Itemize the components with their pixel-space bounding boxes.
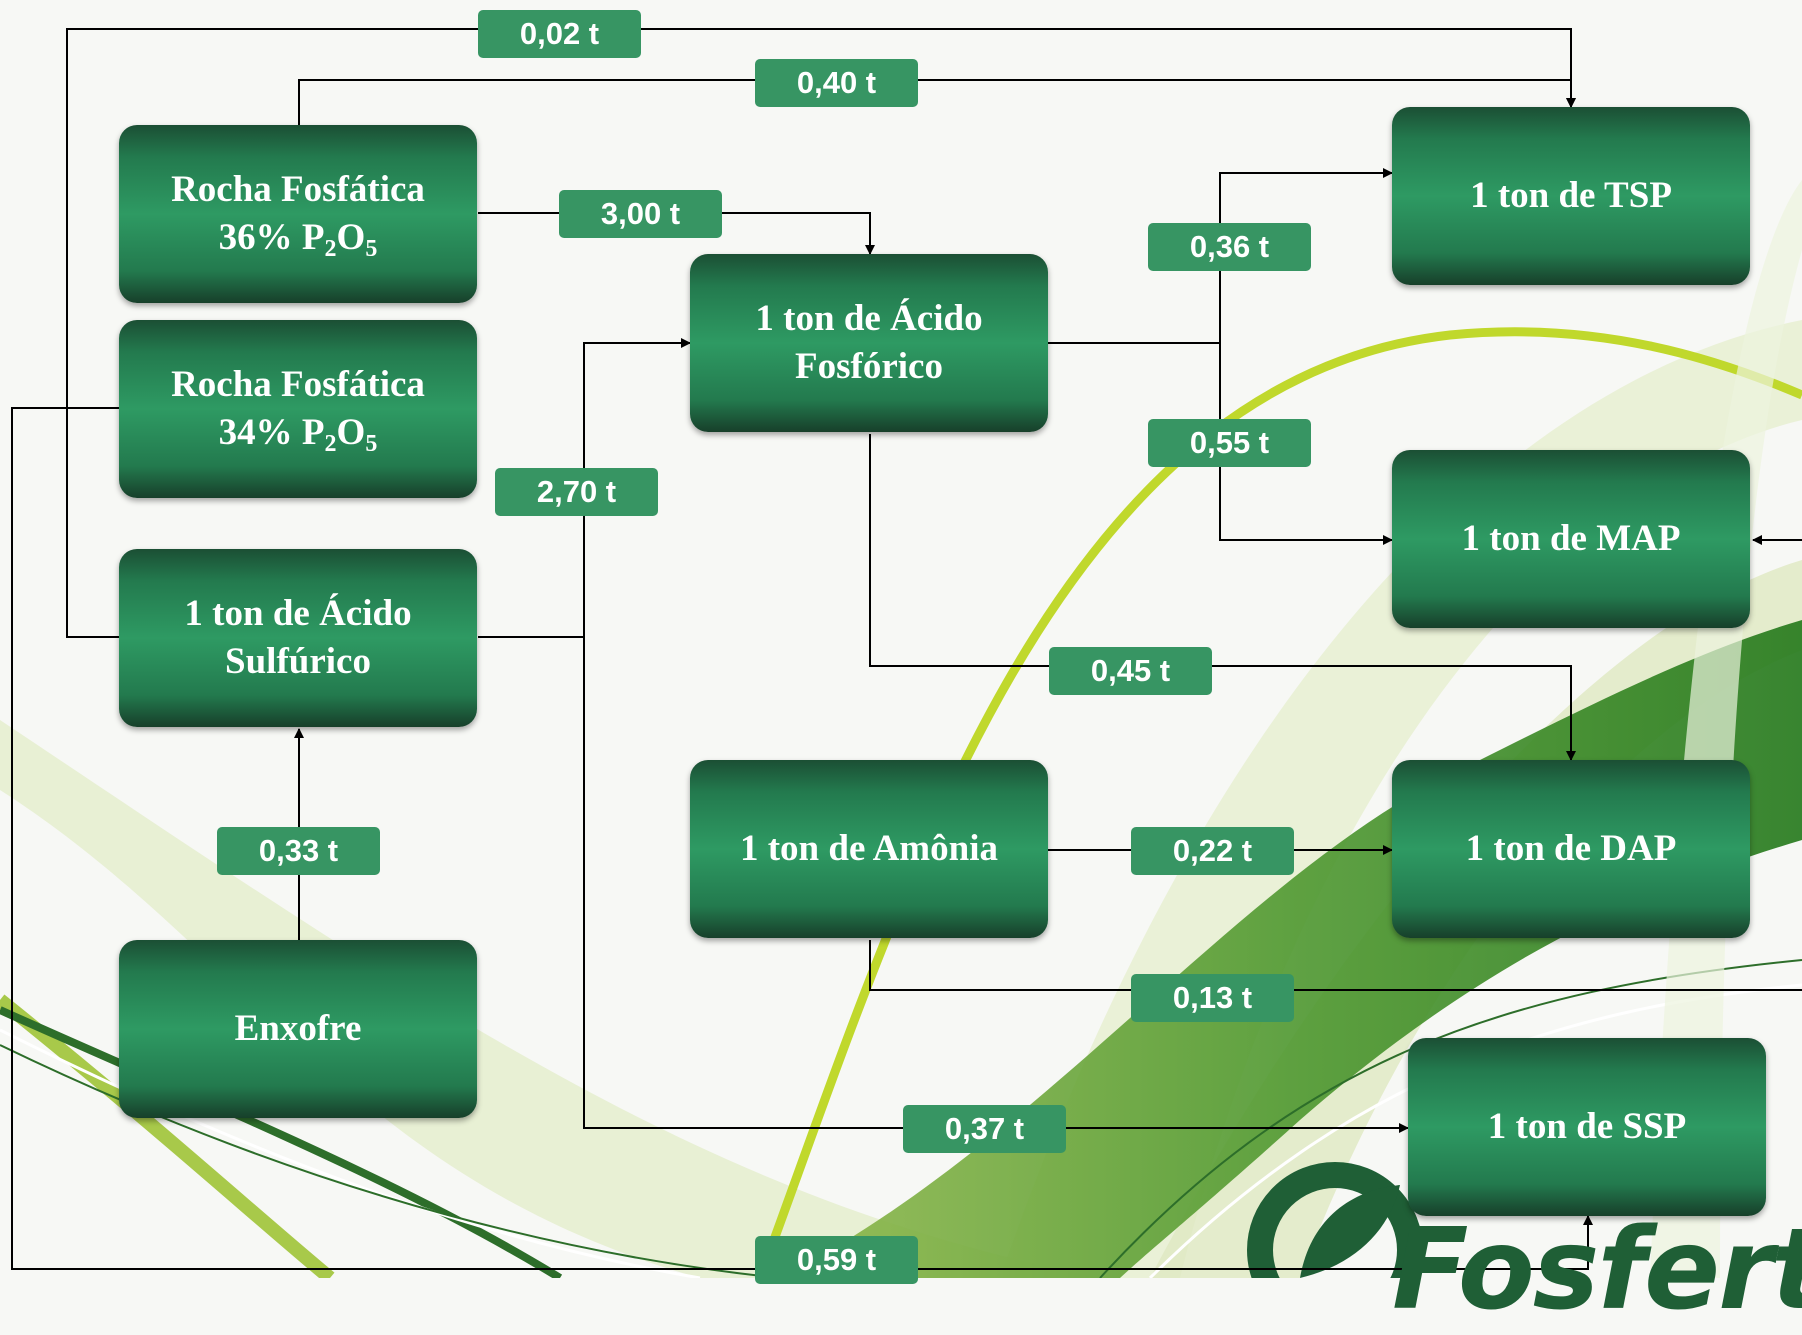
edge-fosforico-map <box>1219 343 1393 545</box>
logo-leaf-icon <box>1300 1185 1400 1278</box>
node-map-label: 1 ton de MAP <box>1461 518 1681 559</box>
node-rocha-fosfatica-36: Rocha Fosfática 36% P2O5 <box>119 125 477 303</box>
subscript: 2 <box>324 236 337 262</box>
node-ssp: 1 ton de SSP <box>1408 1038 1766 1216</box>
node-line: Rocha Fosfática <box>171 364 425 405</box>
node-line: Fosfórico <box>795 346 943 387</box>
node-map: 1 ton de MAP <box>1392 450 1750 628</box>
node-rocha-fosfatica-34: Rocha Fosfática 34% P2O5 <box>119 320 477 498</box>
edge-rocha36-tsp <box>298 79 1576 125</box>
edge-amonia-map <box>869 940 1802 991</box>
node-line: Sulfúrico <box>225 641 371 682</box>
node-ssp-label: 1 ton de SSP <box>1487 1106 1687 1147</box>
flow-label-0-37: 0,37 t <box>903 1105 1066 1153</box>
flow-label-0-13: 0,13 t <box>1131 974 1294 1022</box>
connectors <box>11 28 1802 1270</box>
node-formula: 36% P <box>218 217 325 258</box>
node-line: 1 ton de Ácido <box>755 298 983 339</box>
subscript: 2 <box>324 431 337 457</box>
node-formula: O <box>336 217 366 258</box>
node-tsp: 1 ton de TSP <box>1392 107 1750 285</box>
subscript: 5 <box>365 431 378 457</box>
node-dap-label: 1 ton de DAP <box>1465 828 1677 869</box>
logo-mark-icon <box>1247 1162 1423 1278</box>
edge-fosforico-dap <box>869 434 1576 761</box>
node-rocha-fosfatica-36-label: Rocha Fosfática 36% P2O5 <box>171 166 425 262</box>
swoosh-thin-1 <box>0 1028 701 1278</box>
flow-label-0-36: 0,36 t <box>1148 223 1311 271</box>
swoosh-pale-top <box>1650 180 1802 1278</box>
logo-wordmark: Fosfert <box>1392 1205 1802 1335</box>
subscript: 5 <box>365 236 378 262</box>
node-enxofre-label: Enxofre <box>234 1008 362 1049</box>
node-acido-sulfurico-label: 1 ton de Ácido Sulfúrico <box>184 590 411 686</box>
flow-label-0-02: 0,02 t <box>478 10 641 58</box>
node-acido-sulfurico: 1 ton de Ácido Sulfúrico <box>119 549 477 727</box>
flow-label-0-45: 0,45 t <box>1049 647 1212 695</box>
flow-label-0-40: 0,40 t <box>755 59 918 107</box>
node-tsp-label: 1 ton de TSP <box>1470 175 1672 216</box>
node-rocha-fosfatica-34-label: Rocha Fosfática 34% P2O5 <box>171 361 425 457</box>
node-formula: 34% P <box>218 412 325 453</box>
node-acido-fosforico: 1 ton de Ácido Fosfórico <box>690 254 1048 432</box>
edge-fosforico-tsp <box>1219 168 1393 343</box>
node-acido-fosforico-label: 1 ton de Ácido Fosfórico <box>755 295 982 391</box>
flow-diagram: Rocha Fosfática 36% P2O5 Rocha Fosfática… <box>11 10 1802 1335</box>
node-enxofre: Enxofre <box>119 940 477 1118</box>
flow-label-0-59: 0,59 t <box>755 1236 918 1284</box>
edge-sulfurico-tsp <box>66 28 1576 638</box>
edge-sulfurico-ssp <box>583 637 1409 1133</box>
swoosh-pale <box>0 720 1100 1278</box>
flow-label-2-70: 2,70 t <box>495 468 658 516</box>
flow-label-3-00: 3,00 t <box>559 190 722 238</box>
node-amonia-label: 1 ton de Amônia <box>739 828 998 869</box>
node-line: Rocha Fosfática <box>171 169 425 210</box>
flow-label-0-33: 0,33 t <box>217 827 380 875</box>
node-dap: 1 ton de DAP <box>1392 760 1750 938</box>
flow-label-0-55: 0,55 t <box>1148 419 1311 467</box>
swoosh-dark-left <box>0 1006 563 1278</box>
edge-rocha34-ssp <box>11 407 1593 1270</box>
node-formula: O <box>336 412 366 453</box>
node-amonia: 1 ton de Amônia <box>690 760 1048 938</box>
node-line: 1 ton de Ácido <box>184 593 412 634</box>
swoosh-lime-left <box>0 994 335 1278</box>
flow-label-0-22: 0,22 t <box>1131 827 1294 875</box>
